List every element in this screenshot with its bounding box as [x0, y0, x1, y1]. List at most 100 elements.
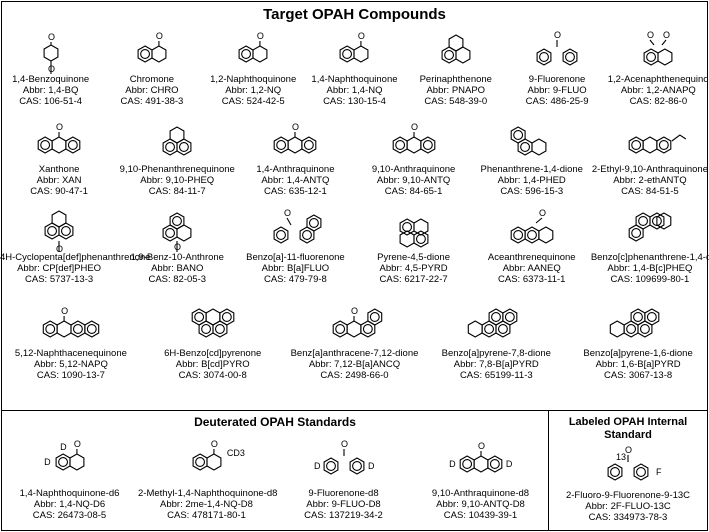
compound-cas-number: CAS: 5737-13-3	[25, 274, 94, 285]
compound-name: 1,9-Benz-10-Anthrone	[130, 252, 224, 263]
labeled-title-line1: Labeled OPAH Internal	[568, 416, 688, 428]
svg-text:13: 13	[616, 452, 626, 462]
compound-cas-number: CAS: 334973-78-3	[588, 512, 668, 523]
compound-cas-number: CAS: 3074-00-8	[178, 370, 247, 381]
compound-abbreviation: Abbr: 2-ethANTQ	[613, 175, 687, 186]
compound-name: 2-Methyl-1,4-Naphthoquinone-d8	[138, 488, 278, 499]
anthraquinone-structure: O	[274, 122, 317, 154]
svg-text:D: D	[505, 459, 512, 469]
compound-abbreviation: Abbr: 7,12-B[a]ANCQ	[308, 359, 401, 370]
compound-name: 1,4-Benzoquinone	[12, 74, 90, 85]
compound-abbreviation: Abbr: 2me-1,4-NQ-D8	[160, 499, 253, 510]
compound-cas-number: CAS: 90-47-1	[30, 186, 88, 197]
xanthone-structure: O	[37, 122, 81, 154]
compound-name: 6H-Benzo[cd]pyrenone	[164, 348, 262, 359]
compound-abbreviation: Abbr: CHRO	[125, 85, 179, 96]
oxygen-atom-label: O	[56, 122, 63, 132]
compound-name: 9-Fluorenone	[528, 74, 586, 85]
compound-abbreviation: Abbr: 1,4-PHED	[497, 175, 566, 186]
compound-name: 9-Fluorenone-d8	[308, 488, 379, 499]
compound-abbreviation: Abbr: PNAPO	[426, 85, 486, 96]
compound-name: 1,4-Naphthoquinone	[311, 74, 398, 85]
oxygen-atom-label: O	[625, 446, 632, 455]
naphthoquinone-structure: O	[238, 31, 268, 63]
compound-name: 2-Ethyl-9,10-Anthraquinone	[591, 164, 708, 175]
anthraquinone-structure: O	[392, 122, 435, 154]
oxygen-atom-label: O	[539, 208, 546, 218]
oxygen-atom-label: O	[554, 30, 561, 40]
compound-cas-number: CAS: 106-51-4	[19, 96, 83, 107]
labeled-standard-panel	[548, 410, 708, 531]
compound-cas-number: CAS: 26473-08-5	[32, 510, 107, 521]
oxygen-atom-label: O	[174, 242, 181, 252]
compound-name: Aceanthrenequinone	[487, 252, 576, 263]
benzopyrenedione-structure	[468, 308, 518, 338]
compound-abbreviation: Abbr: BANO	[151, 263, 204, 274]
compound-abbreviation: Abbr: AANEQ	[502, 263, 561, 274]
oxygen-atom-label: O	[210, 439, 217, 449]
compound-abbreviation: Abbr: 5,12-NAPQ	[33, 359, 108, 370]
compound-abbreviation: Abbr: 1,2-ANAPQ	[620, 85, 696, 96]
svg-text:D: D	[314, 461, 321, 471]
compound-cas-number: CAS: 137219-34-2	[304, 510, 383, 521]
compound-abbreviation: Abbr: B[a]FLUO	[261, 263, 330, 274]
svg-text:CD3: CD3	[226, 448, 244, 458]
compound-name: Benzo[c]phenanthrene-1,4-quinone	[590, 252, 709, 263]
compound-cas-number: CAS: 6217-22-7	[379, 274, 448, 285]
compound-abbreviation: Abbr: 9,10-ANTQ-D8	[436, 499, 525, 510]
deuterated-fluorenone-structure: O D D	[314, 439, 375, 475]
compound-cas-number: CAS: 548-39-0	[424, 96, 488, 107]
compound-cas-number: CAS: 10439-39-1	[443, 510, 518, 521]
compound-abbreviation: Abbr: 4,5-PYRD	[379, 263, 448, 274]
compound-cas-number: CAS: 130-15-4	[323, 96, 386, 107]
deuterated-naphthoquinone-structure: ODD	[44, 439, 84, 471]
compound-name: Phenanthrene-1,4-dione	[480, 164, 583, 175]
compound-cas-number: CAS: 82-05-3	[148, 274, 207, 285]
oxygen-atom-label: O	[257, 31, 264, 41]
oxygen-atom-label: O	[341, 439, 348, 449]
compound-name: 1,4-Anthraquinone	[256, 164, 335, 175]
compound-cas-number: CAS: 635-12-1	[263, 186, 327, 197]
compound-name: Benzo[a]pyrene-7,8-dione	[441, 348, 551, 359]
phenanthrenedione-structure	[510, 126, 547, 156]
oxygen-atom-label: O	[358, 31, 365, 41]
compound-abbreviation: Abbr: 1,6-B[a]PYRD	[595, 359, 681, 370]
compound-cas-number: CAS: 3067-13-8	[604, 370, 673, 381]
compound-name: Perinaphthenone	[419, 74, 492, 85]
labeled-standard-title: Labeled OPAH Internal Standard	[548, 416, 708, 442]
oxygen-atom-label: O	[284, 208, 291, 218]
compound-cas-number: CAS: 478171-80-1	[167, 510, 246, 521]
oxygen-atom-label: O	[292, 122, 299, 132]
compound-cas-number: CAS: 2498-66-0	[320, 370, 389, 381]
compound-abbreviation: Abbr: 1,4-NQ-D6	[33, 499, 106, 510]
svg-text:D: D	[60, 442, 67, 452]
perinaphthenone-structure	[441, 34, 471, 64]
compound-abbreviation: Abbr: XAN	[36, 175, 82, 186]
labeled-title-line2: Standard	[604, 429, 652, 441]
compound-abbreviation: Abbr: 1,4-B[c]PHEQ	[607, 263, 693, 274]
compound-abbreviation: Abbr: 1,2-NQ	[225, 85, 282, 96]
compound-cas-number: CAS: 491-38-3	[120, 96, 184, 107]
compound-name: 1,4-Naphthoquinone-d6	[19, 488, 120, 499]
svg-text:D: D	[449, 459, 456, 469]
compound-name: 9,10-Anthraquinone	[371, 164, 456, 175]
oxygen-atom-label: O	[411, 122, 418, 132]
svg-text:D: D	[368, 461, 375, 471]
